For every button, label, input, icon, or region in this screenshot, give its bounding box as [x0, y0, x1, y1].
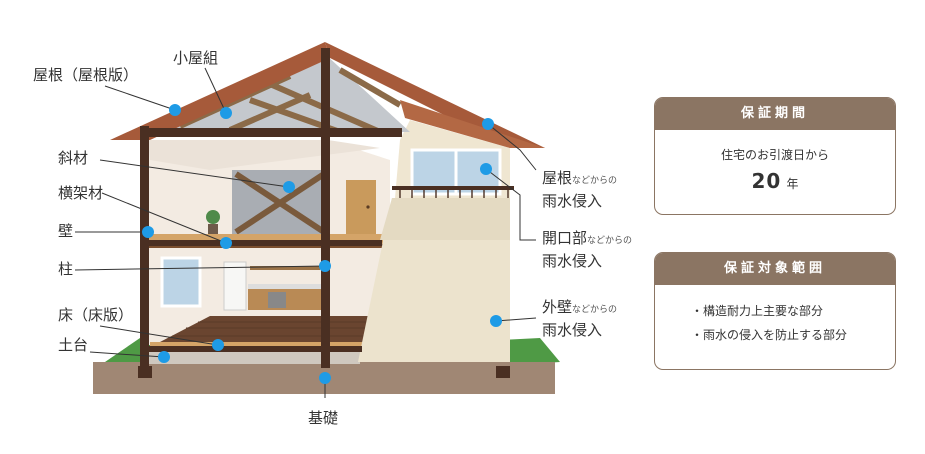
label-opening: 開口部などからの 雨水侵入	[542, 229, 633, 270]
label-hashira: 柱	[58, 260, 74, 278]
label-yokokazai: 横架材	[58, 184, 104, 202]
marker-kiso	[319, 372, 331, 384]
second-floor	[148, 234, 383, 244]
label-dodai: 土台	[58, 336, 89, 354]
warranty-period-card: 保証期間 住宅のお引渡日から 20 年	[654, 97, 896, 215]
coverage-title: 保証対象範囲	[655, 253, 895, 285]
upper-door	[346, 180, 376, 234]
marker-shazai	[283, 181, 295, 193]
marker-hashira	[319, 260, 331, 272]
balcony-rail	[392, 186, 514, 190]
coverage-card: 保証対象範囲 ・構造耐力上主要な部分 ・雨水の侵入を防止する部分	[654, 252, 896, 370]
marker-koyagumi	[220, 107, 232, 119]
fridge	[223, 261, 247, 311]
ceiling-beam	[140, 128, 402, 137]
label-kabe: 壁	[58, 222, 74, 240]
coverage-item: ・構造耐力上主要な部分	[691, 304, 824, 318]
marker-roof-leak	[482, 118, 494, 130]
label-koyagumi: 小屋組	[173, 49, 219, 67]
warranty-period-title: 保証期間	[655, 98, 895, 130]
marker-wall	[490, 315, 502, 327]
center-post	[321, 48, 330, 368]
roof-left	[110, 42, 330, 140]
foundation	[140, 352, 360, 364]
warranty-unit: 年	[786, 177, 799, 191]
coverage-item: ・雨水の侵入を防止する部分	[691, 328, 848, 342]
marker-yuka	[212, 339, 224, 351]
lower-window	[160, 256, 202, 308]
warranty-period-text: 住宅のお引渡日から	[720, 148, 829, 162]
mid-beam	[140, 240, 382, 246]
marker-kabe	[142, 226, 154, 238]
label-roof: 屋根（屋根版）	[33, 66, 139, 84]
marker-dodai	[158, 351, 170, 363]
warranty-years: 20	[751, 169, 782, 193]
label-roof-leak: 屋根などからの 雨水侵入	[542, 169, 618, 210]
label-shazai: 斜材	[58, 149, 89, 167]
grass-right	[500, 338, 560, 366]
label-wall: 外壁などからの 雨水侵入	[542, 298, 618, 339]
label-kiso: 基礎	[308, 409, 339, 427]
marker-roof	[169, 104, 181, 116]
marker-yokokazai	[220, 237, 232, 249]
label-yuka: 床（床版）	[58, 306, 134, 324]
sill-plate	[140, 346, 362, 352]
marker-opening	[480, 163, 492, 175]
